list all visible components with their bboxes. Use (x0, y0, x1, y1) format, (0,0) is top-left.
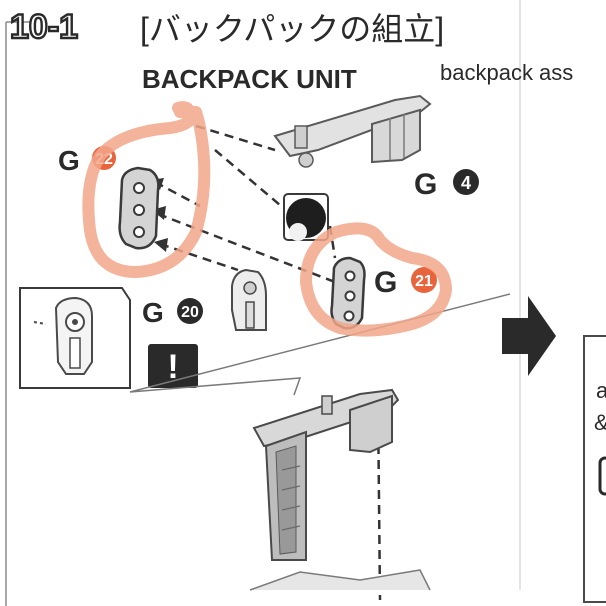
detail-inset (19, 287, 131, 389)
next-step-panel: a & (583, 335, 606, 603)
label-g20: G 20 (142, 297, 203, 328)
adapter-part-small (330, 256, 366, 330)
label-g21: G 21 (374, 266, 437, 299)
label-number: 4 (461, 173, 471, 193)
label-g4: G 4 (414, 168, 479, 201)
adapter-part (118, 166, 160, 250)
circle-annotation-g22 (82, 101, 211, 278)
assembled-backpack (249, 388, 431, 591)
label-letter: G (58, 145, 80, 176)
caption-english: backpack ass (440, 60, 573, 85)
panel-text-2: & (594, 410, 606, 435)
arrow-right-icon (502, 296, 556, 376)
title-japanese: [バックパックの組立] (140, 11, 444, 47)
label-number: 20 (181, 304, 199, 321)
ball-joint-part (283, 193, 329, 241)
step-number: 10-1 (10, 8, 78, 46)
circle-annotation-g21 (300, 222, 452, 337)
label-letter: G (414, 168, 437, 201)
panel-text-1: a (596, 378, 606, 403)
label-letter: G (374, 266, 397, 299)
highlight-annotations (82, 101, 452, 337)
backpack-frame-part (273, 94, 432, 168)
joint-part (231, 268, 267, 331)
section-divider (129, 293, 511, 393)
label-letter: G (142, 297, 164, 328)
label-number: 21 (415, 273, 433, 290)
svg-text:!: ! (167, 348, 178, 386)
section-title: BACKPACK UNIT (142, 64, 357, 94)
